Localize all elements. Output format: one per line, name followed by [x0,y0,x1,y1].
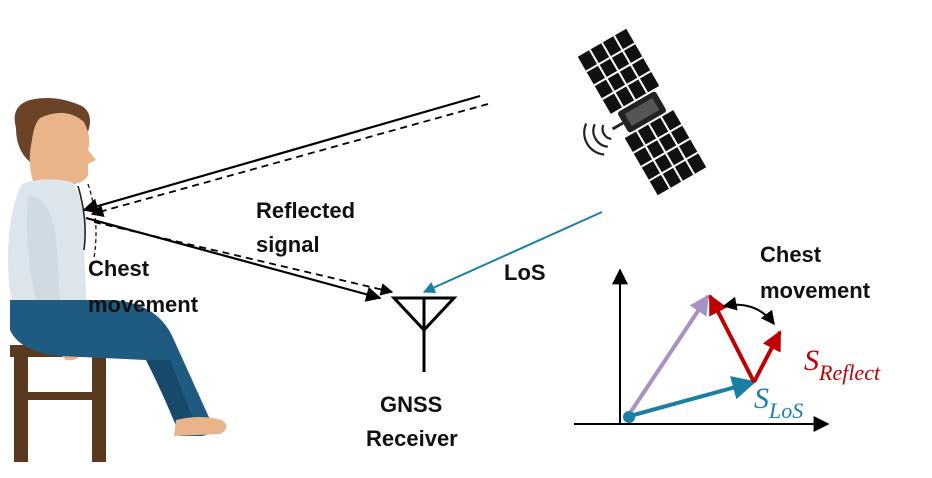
s-los-label: SLoS [754,382,803,423]
reflected-signal-label-line1: Reflected [256,198,355,223]
satellite-icon [577,28,707,196]
incident-signal [82,94,489,218]
chair-icon [10,345,118,462]
reflect-vector-alt [752,330,782,383]
resultant-vector [626,294,710,418]
gnss-receiver-label-line2: Receiver [366,426,458,451]
person-icon [8,98,227,436]
chest-movement-label-right-line1: Chest [760,242,822,267]
vector-diagram: SReflect SLoS [574,268,881,432]
los-signal [422,211,603,294]
chest-movement-label-left-line1: Chest [88,256,150,281]
reflect-vector [708,294,756,383]
los-label: LoS [504,260,546,285]
antenna-icon [390,296,458,372]
chest-movement-arc [722,296,775,326]
s-reflect-label: SReflect [804,344,881,385]
los-vector [629,376,757,418]
origin-dot [623,411,635,423]
chest-movement-label-left-line2: movement [88,292,199,317]
chest-movement-label-right-line2: movement [760,278,871,303]
reflected-signal [85,216,394,302]
gnss-receiver-label-line1: GNSS [380,392,442,417]
reflected-signal-label-line2: signal [256,232,320,257]
